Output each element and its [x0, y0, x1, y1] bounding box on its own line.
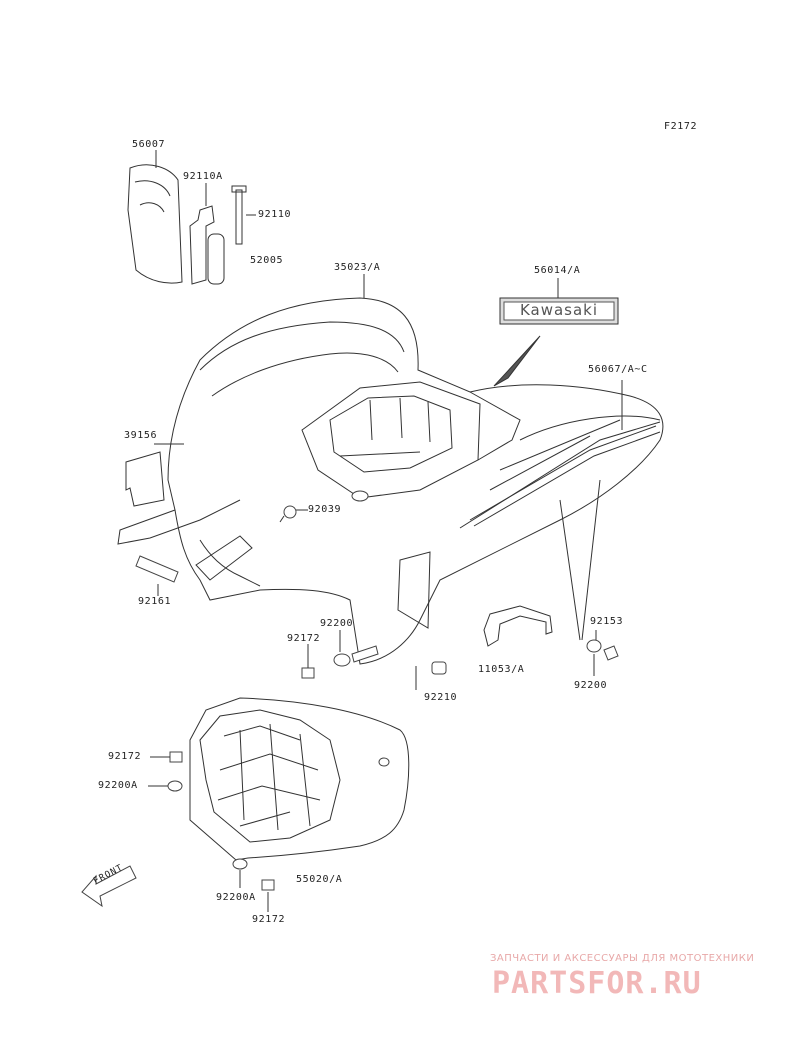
bracket-92110A [189, 205, 215, 285]
washer-92200A-b [232, 858, 248, 870]
figure-code: F2172 [664, 121, 698, 132]
bracket-11053A [483, 605, 553, 647]
label-92110A: 92110A [183, 171, 223, 182]
label-35023A: 35023/A [334, 262, 381, 273]
label-92172-c: 92172 [252, 914, 286, 925]
label-92172-a: 92172 [287, 633, 321, 644]
bar-92161 [135, 555, 179, 583]
bolt-92172-b [169, 751, 183, 763]
watermark-tagline: ЗАПЧАСТИ И АКСЕССУАРЫ ДЛЯ МОТОТЕХНИКИ [490, 953, 755, 964]
washer-92200-a [333, 645, 379, 667]
label-92110: 92110 [258, 209, 292, 220]
label-55020A: 55020/A [296, 874, 343, 885]
label-92161: 92161 [138, 596, 172, 607]
plate-39156 [125, 451, 165, 507]
bolt-92172-c [261, 879, 275, 891]
watermark-brand: PARTSFOR.RU [492, 966, 702, 1001]
label-92153: 92153 [590, 616, 624, 627]
bolt-92153 [603, 645, 619, 661]
rear-fender-35023A [117, 297, 664, 665]
sleeve-52005 [207, 233, 225, 285]
label-92200A-b: 92200A [216, 892, 256, 903]
label-56067: 56067/A~C [588, 364, 648, 375]
label-39156: 39156 [124, 430, 158, 441]
label-52005: 52005 [250, 255, 284, 266]
kawasaki-decal-text: Kawasaki [519, 301, 599, 319]
lower-cover-55020A [189, 697, 410, 861]
bolt-92110 [231, 185, 247, 245]
front-arrow-icon [81, 865, 137, 908]
washer-92200A-a [167, 780, 183, 792]
washer-92200-b [586, 639, 602, 653]
label-92200A-a: 92200A [98, 780, 138, 791]
label-56007: 56007 [132, 139, 166, 150]
label-92172-b: 92172 [108, 751, 142, 762]
label-92039: 92039 [308, 504, 342, 515]
label-92210: 92210 [424, 692, 458, 703]
label-11053A: 11053/A [478, 664, 525, 675]
screw-92039 [279, 505, 297, 523]
label-56014A: 56014/A [534, 265, 581, 276]
kawasaki-decal-56014A [499, 297, 619, 325]
collar-92210 [431, 661, 447, 675]
label-92200-b: 92200 [574, 680, 608, 691]
mud-flap-56007 [127, 164, 183, 284]
label-92200-a: 92200 [320, 618, 354, 629]
stripe-decal-56067 [469, 425, 661, 527]
bolt-92172-a [301, 644, 315, 679]
